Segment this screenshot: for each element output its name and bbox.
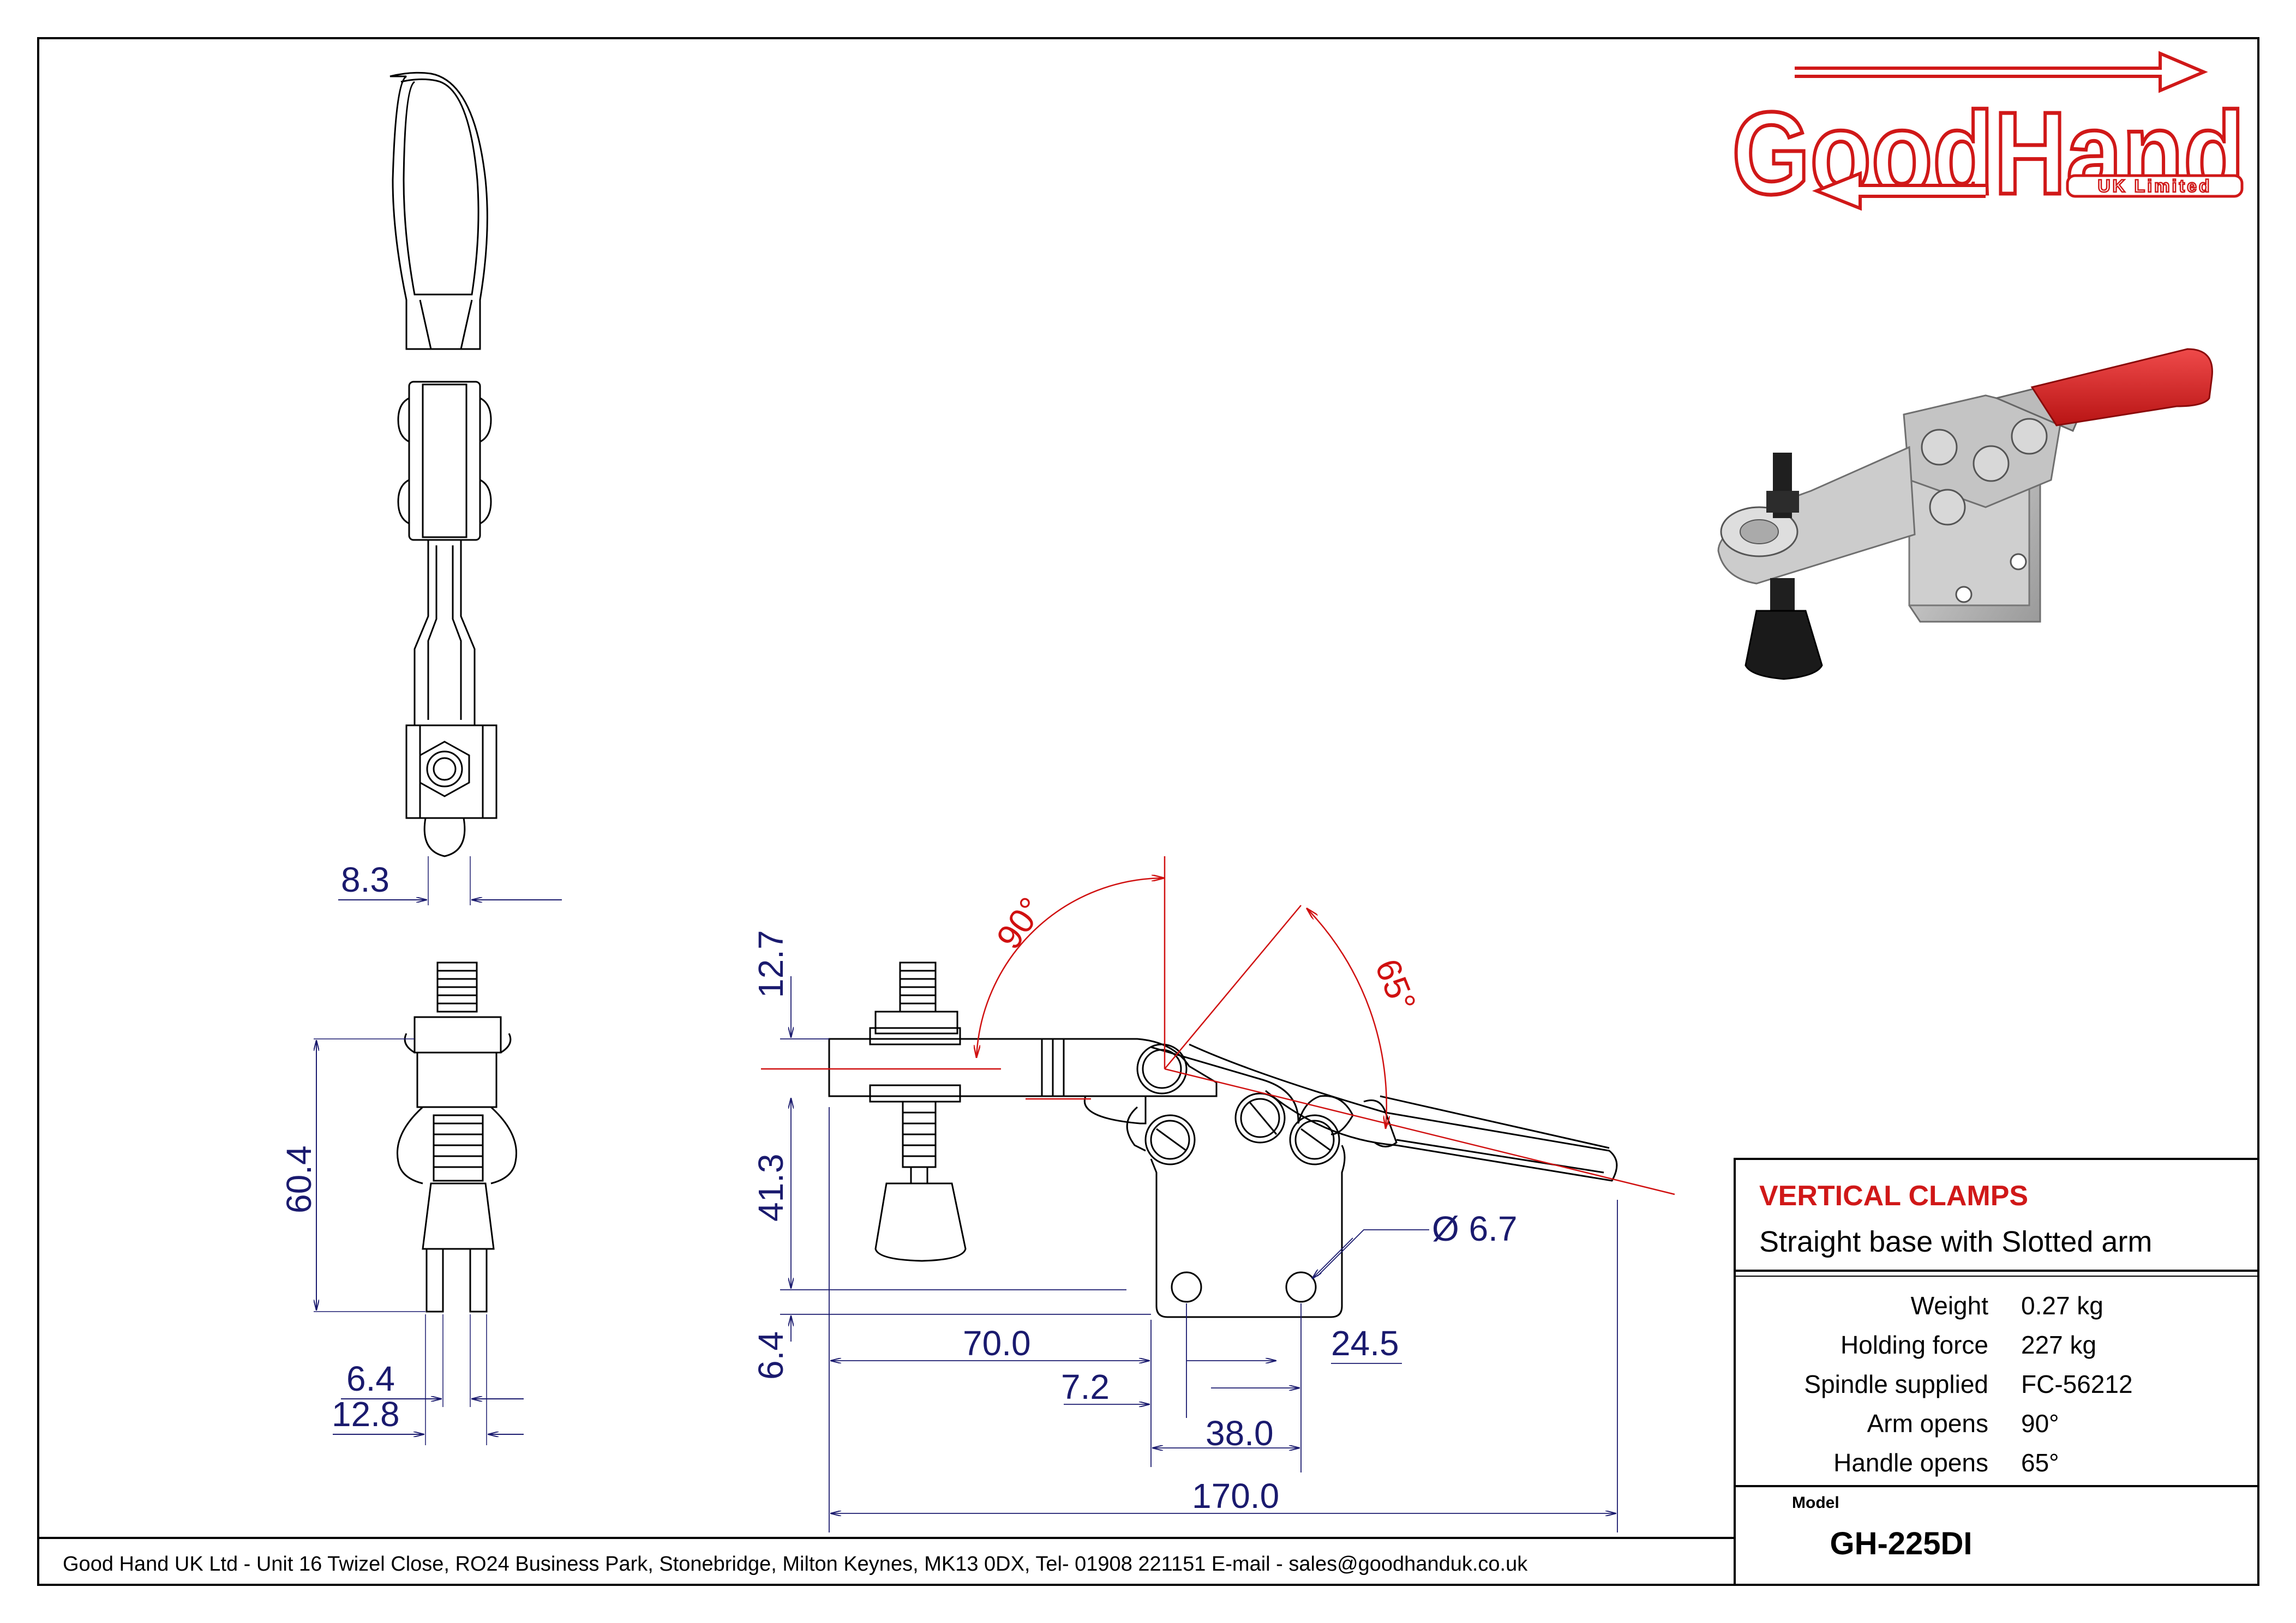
logo-wordmark: GoodHand xyxy=(1732,87,2245,219)
dim-label-60-4: 60.4 xyxy=(279,1145,319,1213)
spec-value: FC-56212 xyxy=(2021,1370,2133,1398)
dim-label-70-0: 70.0 xyxy=(963,1324,1031,1363)
angle-construction: 90° 65° xyxy=(761,856,1675,1195)
dim-label-38-0: 38.0 xyxy=(1206,1414,1274,1453)
dim-label-170-0: 170.0 xyxy=(1192,1476,1279,1516)
sheet-border xyxy=(37,37,2259,1586)
logo-subtitle-box xyxy=(2066,174,2244,198)
dim-label-41-3: 41.3 xyxy=(751,1153,790,1222)
dim-side-8-3: 8.3 xyxy=(338,856,562,905)
dim-label-12-8: 12.8 xyxy=(332,1394,400,1434)
dim-label-7-2: 7.2 xyxy=(1061,1367,1110,1406)
logo-subtitle: UK Limited xyxy=(2098,176,2212,196)
model-label: Model xyxy=(1792,1494,1839,1512)
angle-label-arm: 90° xyxy=(988,890,1051,956)
spec-value: 65° xyxy=(2021,1448,2059,1477)
spec-label: Spindle supplied xyxy=(1804,1370,1988,1398)
spec-label: Handle opens xyxy=(1833,1448,1988,1477)
dim-label-8-3: 8.3 xyxy=(341,860,389,899)
product-render xyxy=(1717,348,2213,680)
side-view xyxy=(389,71,497,857)
spec-value: 90° xyxy=(2021,1409,2059,1438)
dim-end-12-8: 12.8 xyxy=(332,1394,524,1434)
spec-value: 227 kg xyxy=(2021,1331,2096,1359)
footer-address: Good Hand UK Ltd - Unit 16 Twizel Close,… xyxy=(63,1553,1528,1576)
dim-end-60-4: 60.4 xyxy=(279,1038,425,1312)
dim-label-hole-diameter: Ø 6.7 xyxy=(1432,1209,1518,1248)
dim-label-12-7: 12.7 xyxy=(751,930,790,998)
spec-table: Weight 0.27 kg Holding force 227 kg Spindle … xyxy=(1804,1291,2132,1477)
dim-label-24-5: 24.5 xyxy=(1331,1324,1399,1363)
end-view xyxy=(397,961,517,1313)
model-number: GH-225DI xyxy=(1830,1526,1972,1561)
product-description: Straight base with Slotted arm xyxy=(1759,1225,2152,1258)
title-block: VERTICAL CLAMPS Straight base with Slott… xyxy=(1734,1158,2259,1586)
logo-arrow-right xyxy=(1795,51,2208,93)
angle-label-handle: 65° xyxy=(1368,953,1424,1017)
goodhand-logo: GoodHand UK Limited xyxy=(1730,51,2247,221)
product-category: VERTICAL CLAMPS xyxy=(1759,1180,2028,1212)
spec-label: Arm opens xyxy=(1867,1409,1988,1438)
dim-label-end-6-4: 6.4 xyxy=(346,1359,395,1398)
logo-arrow-left xyxy=(1812,171,1986,211)
front-dimensions xyxy=(780,976,1618,1532)
spec-label: Holding force xyxy=(1841,1331,1988,1359)
spec-value: 0.27 kg xyxy=(2021,1291,2103,1320)
spec-label: Weight xyxy=(1911,1291,1989,1320)
front-view xyxy=(828,961,1618,1318)
front-dimension-labels: 12.7 41.3 6.4 70.0 7.2 38.0 24.5 170.0 Ø… xyxy=(751,930,1518,1516)
dim-end-6-4: 6.4 xyxy=(341,1314,524,1445)
dim-label-front-6-4: 6.4 xyxy=(751,1331,790,1380)
